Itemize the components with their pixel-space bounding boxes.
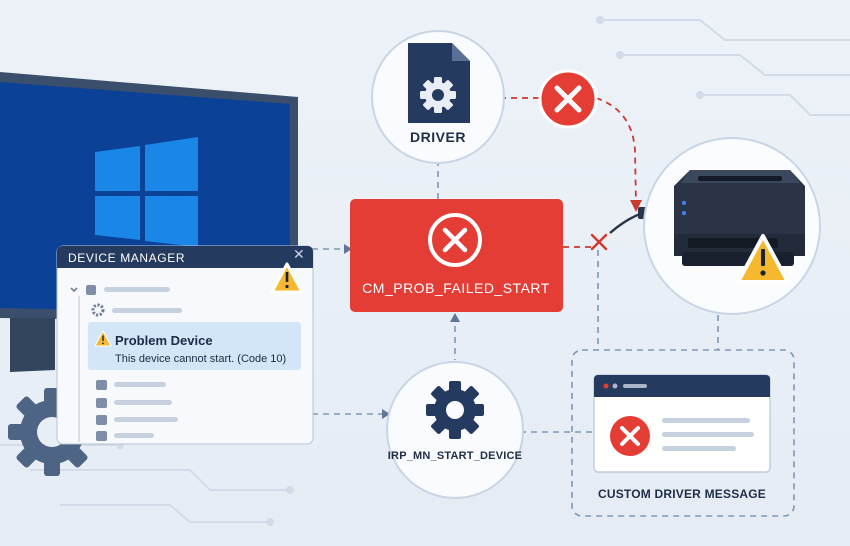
driver-file-gear-icon (408, 43, 470, 123)
driver-label: DRIVER (410, 129, 466, 145)
windows-logo-icon (95, 137, 198, 247)
problem-device-description: This device cannot start. (Code 10) (115, 353, 287, 365)
error-code-box (350, 199, 563, 312)
warning-icon (270, 262, 304, 294)
failure-arrowhead (630, 200, 642, 212)
error-x-icon (610, 416, 650, 456)
warning-icon (94, 330, 112, 347)
gear-icon (91, 303, 105, 317)
close-icon[interactable]: ✕ (293, 246, 305, 262)
error-x-icon (538, 69, 598, 129)
printer-icon (674, 170, 805, 266)
error-x-icon (428, 213, 482, 267)
broken-link-x-icon (590, 233, 608, 251)
device-tree (70, 285, 301, 442)
printer-cable (609, 212, 641, 234)
chevron-down-icon (70, 287, 78, 293)
error-code-label: CM_PROB_FAILED_START (362, 280, 550, 296)
connector-arrowheads (344, 244, 460, 419)
custom-driver-message-label: CUSTOM DRIVER MESSAGE (598, 487, 766, 501)
irp-label: IRP_MN_START_DEVICE (387, 450, 523, 462)
failure-path (500, 97, 637, 248)
problem-device-title: Problem Device (115, 333, 213, 348)
circuit-nodes (116, 16, 704, 526)
device-manager-title: DEVICE MANAGER (68, 251, 186, 265)
gear-icon (426, 381, 484, 439)
warning-icon (736, 234, 790, 284)
